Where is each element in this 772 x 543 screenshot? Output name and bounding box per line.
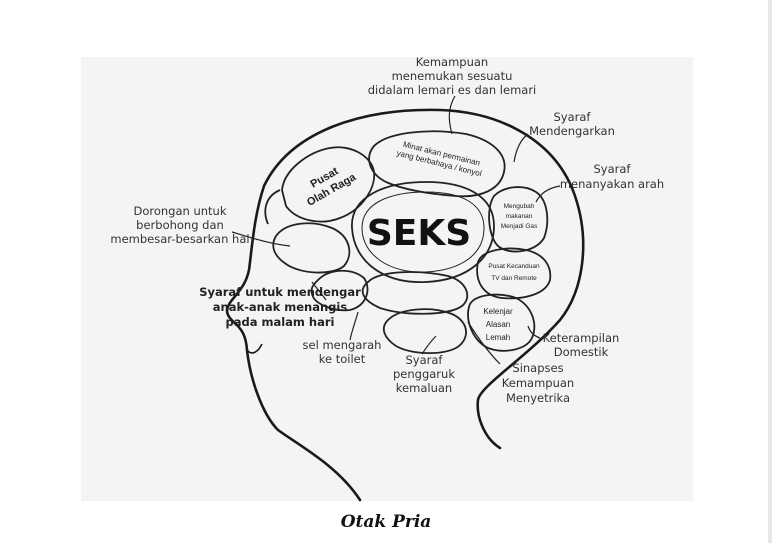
label-toilet-1: sel mengarah	[303, 338, 382, 352]
leader-domestik	[527, 325, 541, 339]
leader-toilet	[349, 311, 359, 341]
diagram-panel	[81, 57, 693, 501]
label-bohong-2: berbohong dan	[136, 218, 224, 232]
lobe-lower-middle	[361, 271, 469, 315]
lobe-kelenjar	[467, 293, 536, 352]
label-anak-2: anak-anak menangis	[213, 300, 348, 314]
region-kelenjar-line2: Alasan	[486, 320, 510, 329]
region-kelenjar-line1: Kelenjar	[483, 307, 513, 316]
leader-lemari	[448, 95, 456, 135]
leader-garuk	[421, 335, 437, 355]
region-kecanduan-line2: TV dan Remote	[491, 275, 537, 282]
label-lemari-3: didalam lemari es dan lemari	[368, 83, 537, 97]
page-edge	[768, 0, 772, 543]
region-kecanduan-line1: Pusat Kecanduan	[488, 263, 540, 270]
label-toilet-2: ke toilet	[319, 352, 366, 366]
leader-arah	[535, 185, 561, 203]
label-bohong-1: Dorongan untuk	[133, 204, 226, 218]
leader-mendengarkan	[513, 133, 529, 163]
label-lemari-2: menemukan sesuatu	[392, 69, 513, 83]
label-anak-1: Syaraf untuk mendengar	[199, 285, 361, 299]
label-mendengarkan-2: Mendengarkan	[529, 124, 615, 138]
region-mengubah-line1: Mengubah	[504, 203, 535, 210]
label-setrika-2: Kemampuan	[502, 376, 574, 390]
lobe-seks	[351, 181, 495, 283]
face-detail	[246, 343, 263, 354]
label-domestik-2: Domestik	[554, 345, 609, 359]
label-bohong-3: membesar-besarkan hal	[110, 232, 249, 246]
lobe-kecanduan	[476, 247, 552, 300]
lobe-seks-inner	[361, 191, 485, 273]
label-arah-1: Syaraf	[594, 162, 632, 176]
label-garuk-2: penggaruk	[393, 367, 455, 381]
label-anak-3: pada malam hari	[226, 315, 335, 329]
label-setrika-1: Sinapses	[512, 361, 563, 375]
lobe-mengubah	[488, 186, 549, 253]
lobe-lower-left	[310, 269, 369, 312]
leader-setrika	[467, 321, 501, 365]
leader-anak	[311, 281, 327, 301]
label-mendengarkan-1: Syaraf	[554, 110, 592, 124]
leader-bohong	[231, 231, 291, 247]
region-kelenjar-line3: Lemah	[486, 333, 510, 342]
label-arah-2: menanyakan arah	[560, 177, 664, 191]
label-setrika-3: Menyetrika	[506, 391, 570, 405]
leader-lines	[231, 95, 561, 365]
brain-lobes	[264, 130, 552, 354]
label-garuk-1: Syaraf	[406, 353, 444, 367]
label-lemari-1: Kemampuan	[416, 55, 488, 69]
label-garuk-3: kemaluan	[396, 381, 452, 395]
label-domestik-1: Keterampilan	[543, 331, 620, 345]
caption: Otak Pria	[340, 512, 432, 532]
head-outline	[225, 108, 585, 502]
region-mengubah-line3: Menjadi Gas	[501, 223, 538, 230]
region-mengubah-line2: makanan	[506, 213, 533, 220]
lobe-top-left	[264, 189, 281, 225]
lobe-minat	[368, 130, 506, 198]
lobe-left-front	[272, 222, 351, 274]
lobe-bottom	[382, 308, 467, 354]
center-label: SEKS	[367, 213, 471, 254]
